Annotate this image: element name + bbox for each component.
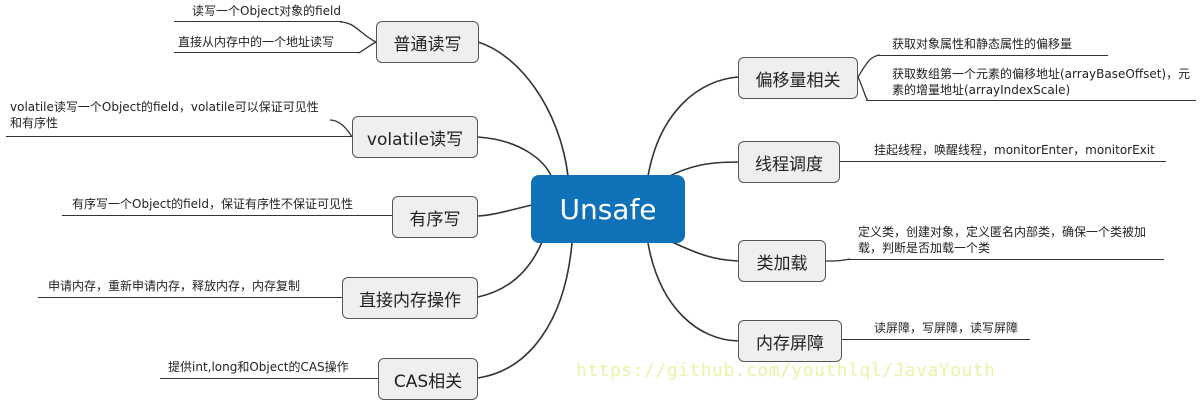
node-memory-barrier[interactable]: 内存屏障	[738, 320, 842, 362]
link-root-barrier	[647, 242, 739, 342]
leaf-line-offset-1	[878, 55, 1108, 56]
leaf-line-thread	[840, 161, 1166, 162]
link-volatile-leaf	[329, 119, 353, 138]
leaf-pt-1: 读写一个Object对象的field	[192, 4, 341, 18]
node-volatile-read-write[interactable]: volatile读写	[352, 116, 478, 158]
leaf-line-pt-2	[174, 52, 360, 53]
link-classload-leaf	[825, 258, 851, 262]
link-root-offset	[647, 76, 739, 177]
node-offset[interactable]: 偏移量相关	[738, 57, 858, 99]
link-offset-leaf2	[857, 76, 869, 101]
node-direct-memory[interactable]: 直接内存操作	[342, 277, 478, 319]
root-node[interactable]: Unsafe	[531, 175, 685, 243]
link-root-pt	[477, 41, 569, 177]
leaf-volatile: volatile读写一个Object的field，volatile可以保证可见性…	[10, 100, 319, 130]
leaf-cas: 提供int,long和Object的CAS操作	[168, 360, 349, 374]
link-root-ordered	[477, 204, 533, 217]
link-offset-leaf1	[857, 54, 881, 78]
link-root-classload	[671, 241, 739, 262]
node-class-loading[interactable]: 类加载	[738, 240, 826, 282]
leaf-direct: 申请内存，重新申请内存，释放内存，内存复制	[48, 279, 301, 293]
link-pt-leaf1	[339, 21, 377, 43]
leaf-line-classload	[848, 259, 1164, 260]
leaf-line-cas	[160, 378, 378, 379]
link-root-thread	[665, 161, 739, 179]
node-plain-read-write[interactable]: 普通读写	[376, 21, 479, 63]
leaf-classload: 定义类，创建对象，定义匿名内部类，确保一个类被加 载，判断是否加载一个类	[858, 225, 1147, 255]
leaf-line-volatile	[6, 136, 352, 137]
leaf-line-ordered	[62, 215, 392, 216]
node-cas[interactable]: CAS相关	[378, 358, 478, 400]
leaf-offset-2: 获取数组第一个元素的偏移地址(arrayBaseOffset)，元 素的增量地址…	[892, 67, 1191, 97]
leaf-offset-1: 获取对象属性和静态属性的偏移量	[892, 37, 1073, 51]
node-thread-scheduling[interactable]: 线程调度	[738, 141, 840, 183]
leaf-ordered: 有序写一个Object的field，保证有序性不保证可见性	[72, 197, 353, 211]
link-root-cas	[477, 242, 573, 379]
leaf-line-offset-2	[866, 100, 1196, 101]
leaf-line-direct	[38, 297, 342, 298]
leaf-pt-2: 直接从内存中的一个地址读写	[178, 35, 335, 49]
node-ordered-write[interactable]: 有序写	[392, 196, 478, 238]
leaf-line-barrier	[842, 339, 1030, 340]
link-pt-leaf2	[357, 41, 377, 54]
link-root-direct	[477, 241, 543, 298]
leaf-line-pt-1	[174, 21, 342, 22]
leaf-barrier: 读屏障，写屏障，读写屏障	[874, 321, 1019, 335]
link-root-volatile	[477, 136, 553, 179]
leaf-thread: 挂起线程，唤醒线程，monitorEnter，monitorExit	[874, 143, 1155, 157]
watermark-url: https://github.com/youthlql/JavaYouth	[576, 360, 996, 381]
